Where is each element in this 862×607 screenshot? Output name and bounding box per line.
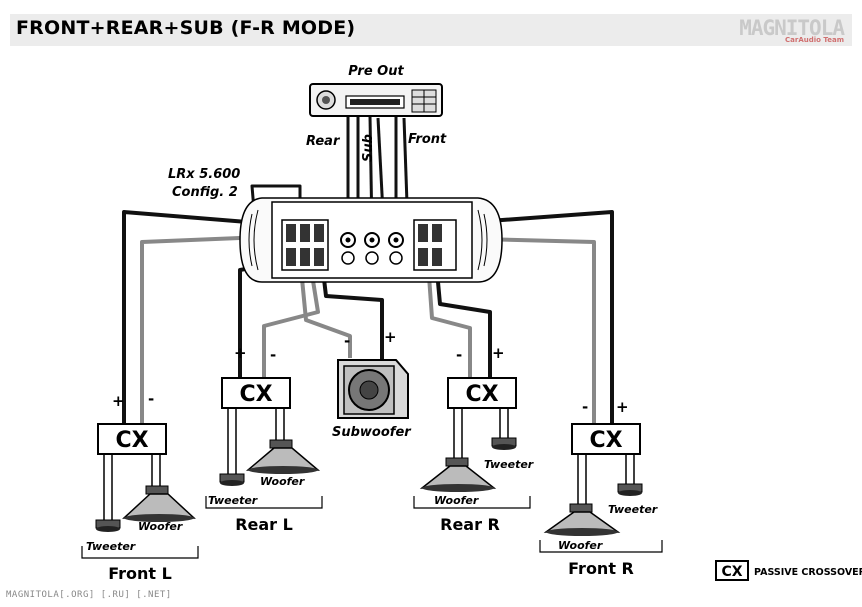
rear-label: Rear [306, 134, 341, 149]
front-l-minus-sign: - [148, 390, 154, 408]
crossover-label: CX [465, 382, 498, 407]
front-l-group-label: Front L [108, 564, 172, 583]
rear-l-group-label: Rear L [235, 515, 293, 534]
legend: CX PASSIVE CROSSOVER [715, 560, 862, 581]
rear-l-woofer-label: Woofer [260, 475, 305, 488]
crossover-label: CX [239, 382, 272, 407]
head-unit [309, 83, 443, 117]
rear-l-plus-sign: + [234, 344, 247, 362]
front-l-positive-wire [122, 210, 285, 426]
front-label: Front [408, 132, 447, 147]
title-bar: FRONT+REAR+SUB (F-R MODE) MAGNITOLA CarA… [10, 14, 852, 46]
amplifier [239, 197, 503, 283]
logo-subtext: CarAudio Team [785, 36, 844, 44]
front-l-tweeter-label: Tweeter [86, 540, 136, 553]
crossover-label: CX [589, 428, 622, 453]
woofer-front-l [122, 485, 196, 522]
rear-r-negative-wire [426, 261, 472, 378]
tweeter-rear-l [219, 473, 245, 486]
crossover-label: CX [115, 428, 148, 453]
front-l-plus-sign: + [112, 392, 125, 410]
crossover-rear-r: CX [447, 377, 517, 409]
sub-label: Sub [361, 134, 376, 162]
rear-l-negative-wire [262, 261, 320, 378]
rear-r-tweeter-label: Tweeter [484, 458, 534, 471]
rear-r-plus-sign: + [492, 344, 505, 362]
brand-logo: MAGNITOLA CarAudio Team [739, 16, 845, 44]
woofer-rear-r [419, 457, 497, 492]
crossover-rear-l: CX [221, 377, 291, 409]
woofer-rear-l [245, 439, 321, 474]
tweeter-front-r [617, 483, 643, 496]
rear-l-minus-sign: - [270, 346, 276, 364]
front-r-positive-wire [447, 210, 614, 424]
tweeter-rear-r [491, 437, 517, 450]
amp-model-label: LRx 5.600 [168, 167, 240, 182]
subwoofer-label: Subwoofer [332, 425, 412, 440]
crossover-front-l: CX [97, 423, 167, 455]
pre-out-label: Pre Out [348, 64, 404, 79]
speaker-leads [103, 408, 635, 520]
legend-cx-box: CX [721, 564, 742, 580]
front-l-woofer-label: Woofer [138, 520, 183, 533]
front-r-woofer-label: Woofer [558, 539, 603, 552]
group-brackets [81, 496, 663, 559]
subwoofer-box [337, 359, 409, 419]
sub-minus-sign: - [344, 332, 350, 350]
front-r-group-label: Front R [568, 559, 634, 578]
crossover-front-r: CX [571, 423, 641, 455]
logo-text: MAGNITOLA [739, 16, 845, 40]
watermark: MAGNITOLA[.ORG] [.RU] [.NET] [6, 590, 172, 600]
rear-r-woofer-label: Woofer [434, 494, 479, 507]
sub-plus-sign: + [384, 328, 397, 346]
front-r-minus-sign: - [582, 398, 588, 416]
amp-config-label: Config. 2 [172, 185, 238, 200]
woofer-front-r [543, 503, 621, 536]
rear-r-group-label: Rear R [440, 515, 500, 534]
legend-text: PASSIVE CROSSOVER [754, 567, 862, 578]
front-r-tweeter-label: Tweeter [608, 503, 658, 516]
tweeter-front-l [95, 519, 121, 532]
page-title: FRONT+REAR+SUB (F-R MODE) [16, 17, 356, 39]
rear-r-minus-sign: - [456, 346, 462, 364]
front-r-plus-sign: + [616, 398, 629, 416]
rear-l-tweeter-label: Tweeter [208, 494, 258, 507]
sub-negative-wire [298, 257, 352, 358]
